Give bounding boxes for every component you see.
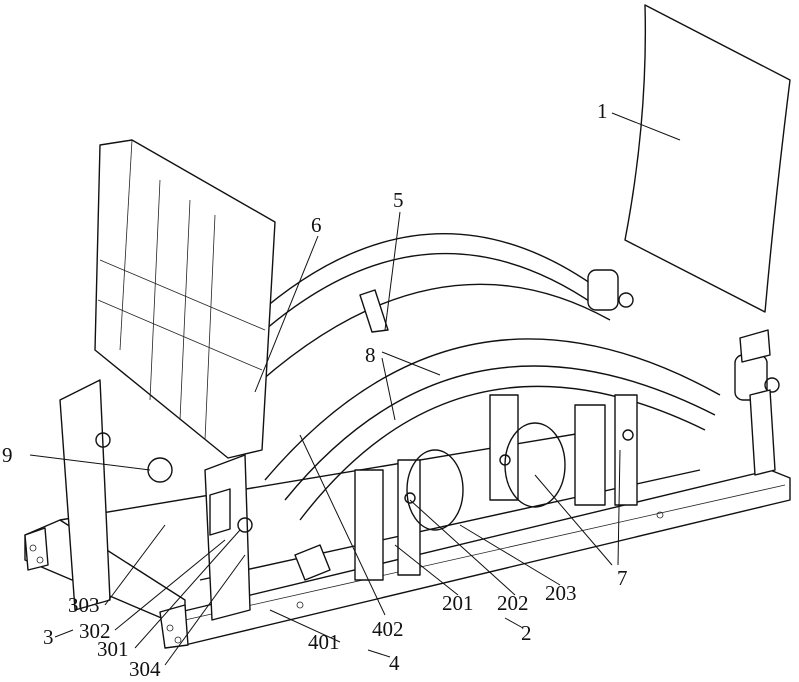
label-7: 7 bbox=[617, 566, 628, 590]
label-1: 1 bbox=[597, 99, 608, 123]
label-304: 304 bbox=[129, 657, 161, 681]
label-203: 203 bbox=[545, 581, 577, 605]
label-4: 4 bbox=[389, 651, 400, 675]
label-202: 202 bbox=[497, 591, 529, 615]
label-2: 2 bbox=[521, 621, 532, 645]
label-3: 3 bbox=[43, 625, 54, 649]
label-301: 301 bbox=[97, 637, 129, 661]
label-6: 6 bbox=[311, 213, 322, 237]
arch-frame bbox=[240, 234, 720, 520]
label-5: 5 bbox=[393, 188, 404, 212]
label-303: 303 bbox=[68, 593, 100, 617]
label-9: 9 bbox=[2, 443, 13, 467]
left-panel bbox=[60, 140, 275, 620]
label-201: 201 bbox=[442, 591, 474, 615]
label-402: 402 bbox=[372, 617, 404, 641]
label-401: 401 bbox=[308, 630, 340, 654]
label-8: 8 bbox=[365, 343, 376, 367]
